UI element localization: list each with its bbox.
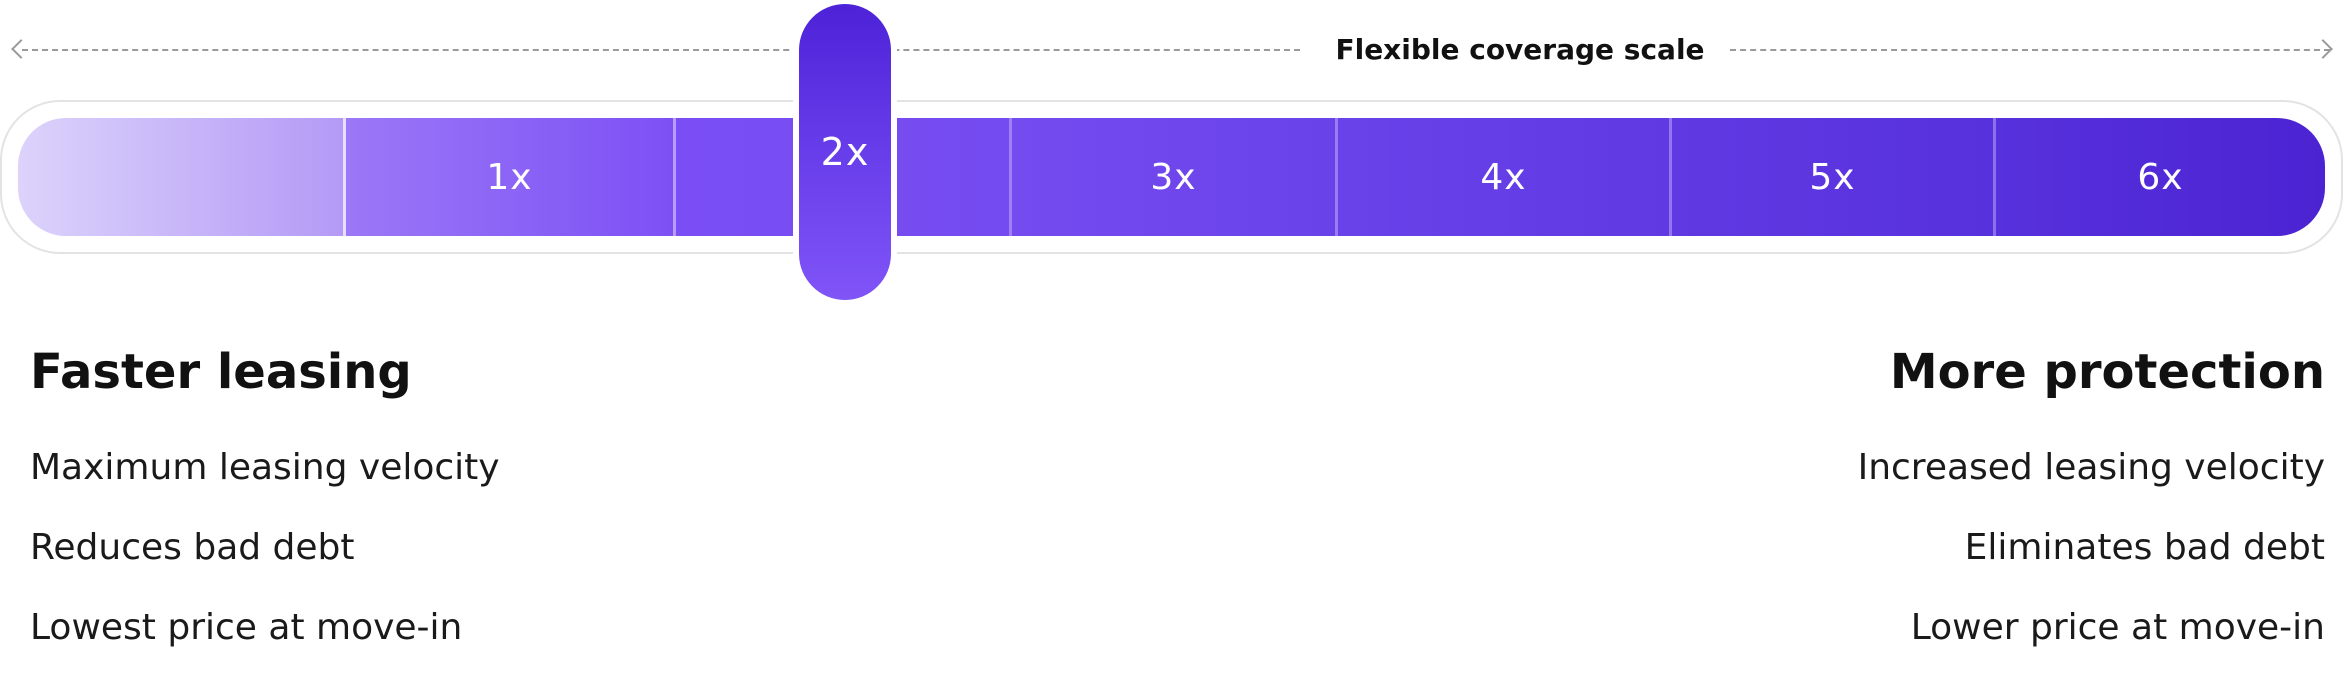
slider-handle-label: 2x	[820, 130, 870, 174]
slider-segment-label: 6x	[2137, 156, 2184, 198]
slider-segment-label: 1x	[486, 156, 533, 198]
slider-segment[interactable]: 1x	[346, 118, 676, 236]
slider-segment[interactable]: 6x	[1996, 118, 2325, 236]
slider-segment[interactable]: 3x	[1012, 118, 1338, 236]
more-protection-column: More protection Increased leasing veloci…	[1425, 340, 2325, 668]
slider-handle[interactable]: 2x	[799, 4, 891, 300]
faster-leasing-heading: Faster leasing	[30, 344, 412, 400]
slider-segment[interactable]: 5x	[1672, 118, 1996, 236]
more-protection-heading: More protection	[1889, 344, 2325, 400]
slider-segment-label: 4x	[1480, 156, 1527, 198]
list-item: Lowest price at move-in	[30, 607, 463, 648]
slider-segment[interactable]: 4x	[1338, 118, 1672, 236]
faster-leasing-list: Maximum leasing velocity Reduces bad deb…	[30, 428, 930, 668]
slider-segment[interactable]	[18, 118, 346, 236]
coverage-scale-header: Flexible coverage scale	[10, 28, 2335, 72]
coverage-slider-track[interactable]: 1x 3x 4x 5x 6x	[18, 118, 2325, 236]
scale-dashed-line-right	[1730, 49, 2330, 51]
slider-segment-label: 3x	[1150, 156, 1197, 198]
list-item: Increased leasing velocity	[1857, 447, 2325, 488]
more-protection-list: Increased leasing velocity Eliminates ba…	[1425, 428, 2325, 668]
scale-title: Flexible coverage scale	[1335, 33, 1705, 66]
slider-segment-label: 5x	[1809, 156, 1856, 198]
list-item: Reduces bad debt	[30, 527, 355, 568]
list-item: Lower price at move-in	[1910, 607, 2325, 648]
list-item: Eliminates bad debt	[1964, 527, 2325, 568]
faster-leasing-column: Faster leasing Maximum leasing velocity …	[30, 340, 930, 668]
arrow-right-icon	[2313, 39, 2333, 59]
list-item: Maximum leasing velocity	[30, 447, 500, 488]
scale-dashed-line-left	[22, 49, 1300, 51]
